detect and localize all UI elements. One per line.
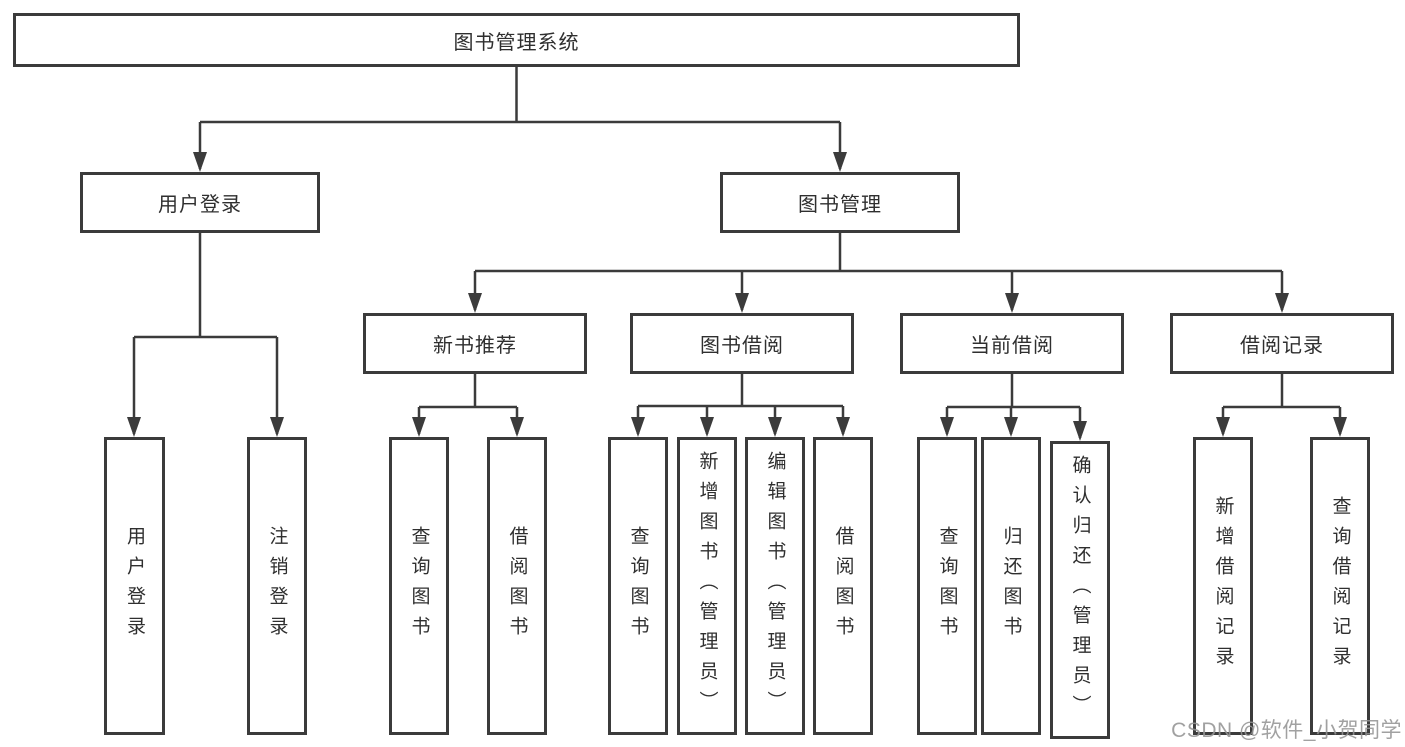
node-label: 借阅图书 (832, 526, 854, 646)
node-label: 归还图书 (1000, 526, 1022, 646)
node-label: 用户登录 (124, 526, 145, 646)
node-label: 新书推荐 (433, 335, 517, 357)
node-label: 图书管理系统 (453, 31, 580, 54)
node-label: 图书借阅 (700, 335, 784, 357)
leaf-logout: 注销登录 (247, 437, 307, 735)
node-label: 查询图书 (408, 526, 430, 646)
node-label: 查询图书 (936, 526, 958, 646)
node-user-login-branch: 用户登录 (80, 172, 320, 233)
node-label: 借阅图书 (506, 526, 528, 646)
node-book-management-branch: 图书管理 (720, 172, 960, 233)
node-label: 用户登录 (158, 194, 242, 216)
node-label: 编辑图书（管理员） (764, 451, 786, 721)
node-book-borrowing: 图书借阅 (630, 313, 854, 374)
leaf-add-borrow-record: 新增借阅记录 (1193, 437, 1253, 735)
csdn-watermark: CSDN @软件_小贺同学 (1171, 719, 1402, 742)
leaf-query-borrow-record: 查询借阅记录 (1310, 437, 1370, 735)
leaf-add-books-admin: 新增图书（管理员） (677, 437, 737, 735)
leaf-user-login: 用户登录 (104, 437, 165, 735)
node-label: 查询借阅记录 (1329, 496, 1351, 676)
leaf-query-books-3: 查询图书 (917, 437, 977, 735)
node-label: 图书管理 (798, 194, 882, 216)
node-label: 当前借阅 (970, 335, 1054, 357)
leaf-borrow-books-1: 借阅图书 (487, 437, 547, 735)
node-label: 借阅记录 (1240, 335, 1324, 357)
node-label: 确认归还（管理员） (1069, 455, 1091, 725)
node-borrowing-records: 借阅记录 (1170, 313, 1394, 374)
leaf-query-books-1: 查询图书 (389, 437, 449, 735)
node-label: 新增借阅记录 (1212, 496, 1234, 676)
leaf-query-books-2: 查询图书 (608, 437, 668, 735)
node-label: 查询图书 (627, 526, 649, 646)
node-label: 新增图书（管理员） (696, 451, 718, 721)
leaf-edit-books-admin: 编辑图书（管理员） (745, 437, 805, 735)
node-current-borrowing: 当前借阅 (900, 313, 1124, 374)
leaf-return-books: 归还图书 (981, 437, 1041, 735)
node-library-management-system: 图书管理系统 (13, 13, 1020, 67)
leaf-confirm-return-admin: 确认归还（管理员） (1050, 441, 1110, 739)
node-new-book-recommendation: 新书推荐 (363, 313, 587, 374)
leaf-borrow-books-2: 借阅图书 (813, 437, 873, 735)
node-label: 注销登录 (266, 526, 288, 646)
